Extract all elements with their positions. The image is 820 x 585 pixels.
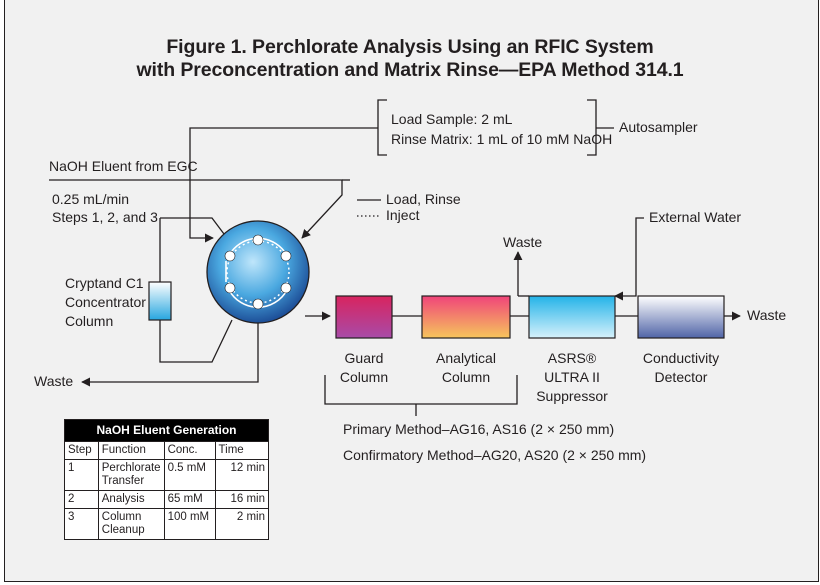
- conductivity-detector: [637, 295, 725, 339]
- waste-left-label: Waste: [34, 373, 74, 389]
- injection-valve: [206, 220, 310, 324]
- guard-label-1: Guard: [344, 350, 384, 366]
- table-cell: 16 min: [214, 490, 270, 509]
- table-header-step: Step: [64, 441, 99, 460]
- confirmatory-method-label: Confirmatory Method–AG20, AS20 (2 × 250 …: [343, 447, 647, 463]
- table-cell: Column Cleanup: [97, 508, 165, 540]
- suppressor: [528, 295, 616, 339]
- concentrator-column: [148, 281, 172, 321]
- table-row: 2 Analysis 65 mM 16 min: [64, 490, 270, 509]
- waste-right-label: Waste: [747, 307, 787, 323]
- table-cell: 3: [64, 508, 99, 540]
- table-cell: Perchlorate Transfer: [97, 459, 165, 491]
- table-cell: 12 min: [214, 459, 270, 491]
- suppressor-label-3: Suppressor: [536, 388, 608, 404]
- figure-title-line-2: with Preconcentration and Matrix Rinse—E…: [136, 59, 684, 81]
- table-cell: 65 mM: [163, 490, 216, 509]
- detector-label-2: Detector: [654, 369, 708, 385]
- concentrator-label-3: Column: [65, 313, 114, 329]
- eluent-generation-table: NaOH Eluent Generation Step Function Con…: [64, 419, 270, 540]
- method-bracket: [324, 375, 518, 405]
- table-cell: 2: [64, 490, 99, 509]
- concentrator-label-2: Concentrator: [65, 294, 146, 310]
- autosampler-to-valve-line: [189, 127, 378, 243]
- concentrator-label-1: Cryptand C1: [65, 275, 144, 291]
- eluent-table-title: NaOH Eluent Generation: [64, 419, 269, 442]
- legend-load-rinse: Load, Rinse: [386, 191, 461, 207]
- eluent-source-label: NaOH Eluent from EGC: [49, 158, 198, 174]
- valve-waste-line: [81, 320, 259, 387]
- analytical-label-1: Analytical: [436, 350, 496, 366]
- table-cell: 1: [64, 459, 99, 491]
- table-row: 3 Column Cleanup 100 mM 2 min: [64, 508, 270, 540]
- table-cell: 100 mM: [163, 508, 216, 540]
- analytical-column: [421, 295, 511, 339]
- legend-inject: Inject: [386, 207, 420, 223]
- table-header-conc: Conc.: [163, 441, 216, 460]
- rinse-matrix-label: Rinse Matrix: 1 mL of 10 mM NaOH: [391, 131, 613, 147]
- suppressor-label-1: ASRS®: [547, 350, 597, 366]
- guard-label-2: Column: [339, 369, 389, 385]
- primary-method-label: Primary Method–AG16, AS16 (2 × 250 mm): [343, 421, 615, 437]
- table-header-function: Function: [97, 441, 165, 460]
- waste-top-label: Waste: [503, 234, 543, 250]
- guard-column: [335, 295, 393, 339]
- autosampler-bracket-left: [377, 99, 387, 156]
- table-cell: 0.5 mM: [163, 459, 216, 491]
- eluent-steps-label: Steps 1, 2, and 3: [52, 209, 158, 225]
- detector-label-1: Conductivity: [642, 350, 720, 366]
- table-cell: Analysis: [97, 490, 165, 509]
- analytical-label-2: Column: [441, 369, 491, 385]
- table-row: 1 Perchlorate Transfer 0.5 mM 12 min: [64, 459, 270, 491]
- autosampler-label: Autosampler: [619, 119, 698, 135]
- load-sample-label: Load Sample: 2 mL: [391, 111, 513, 127]
- external-water-label: External Water: [649, 209, 742, 225]
- concentrator-to-valve-line: [159, 319, 233, 363]
- table-cell: 2 min: [214, 508, 270, 540]
- eluent-flow-label: 0.25 mL/min: [52, 191, 130, 207]
- external-water-line: [614, 217, 644, 301]
- table-header-time: Time: [214, 441, 270, 460]
- suppressor-label-2: ULTRA II: [544, 369, 600, 385]
- figure-title-line-1: Figure 1. Perchlorate Analysis Using an …: [166, 36, 654, 58]
- eluent-to-valve-line: [49, 179, 343, 239]
